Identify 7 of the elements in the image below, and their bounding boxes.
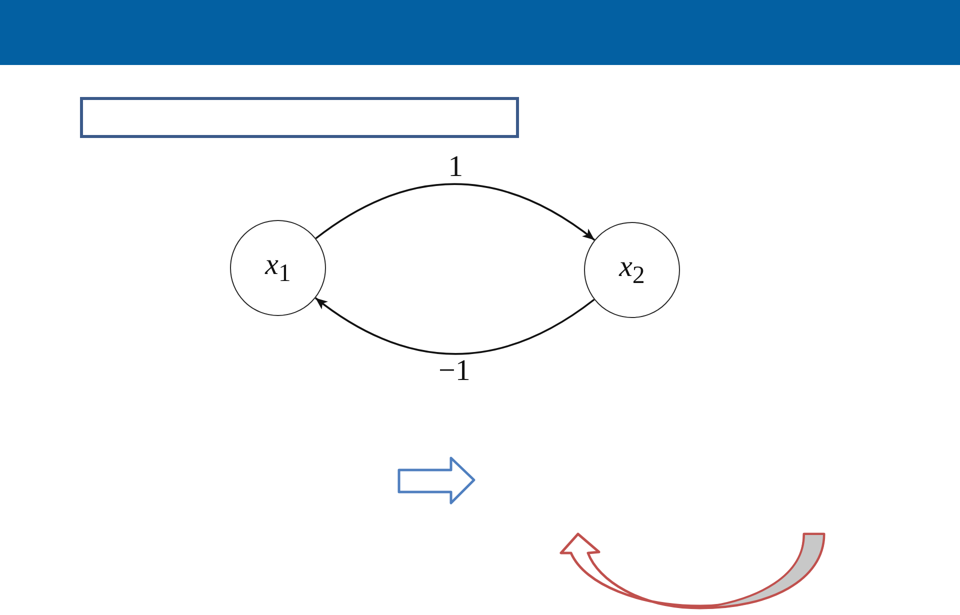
variable-label: x$_{1}$ bbox=[265, 248, 291, 288]
variable-label: x$_{2}$ bbox=[619, 250, 645, 290]
arrow bbox=[315, 183, 596, 241]
empty-box bbox=[80, 97, 519, 138]
state-circle bbox=[230, 220, 326, 316]
state-circle bbox=[584, 222, 680, 318]
arrow bbox=[314, 297, 595, 355]
